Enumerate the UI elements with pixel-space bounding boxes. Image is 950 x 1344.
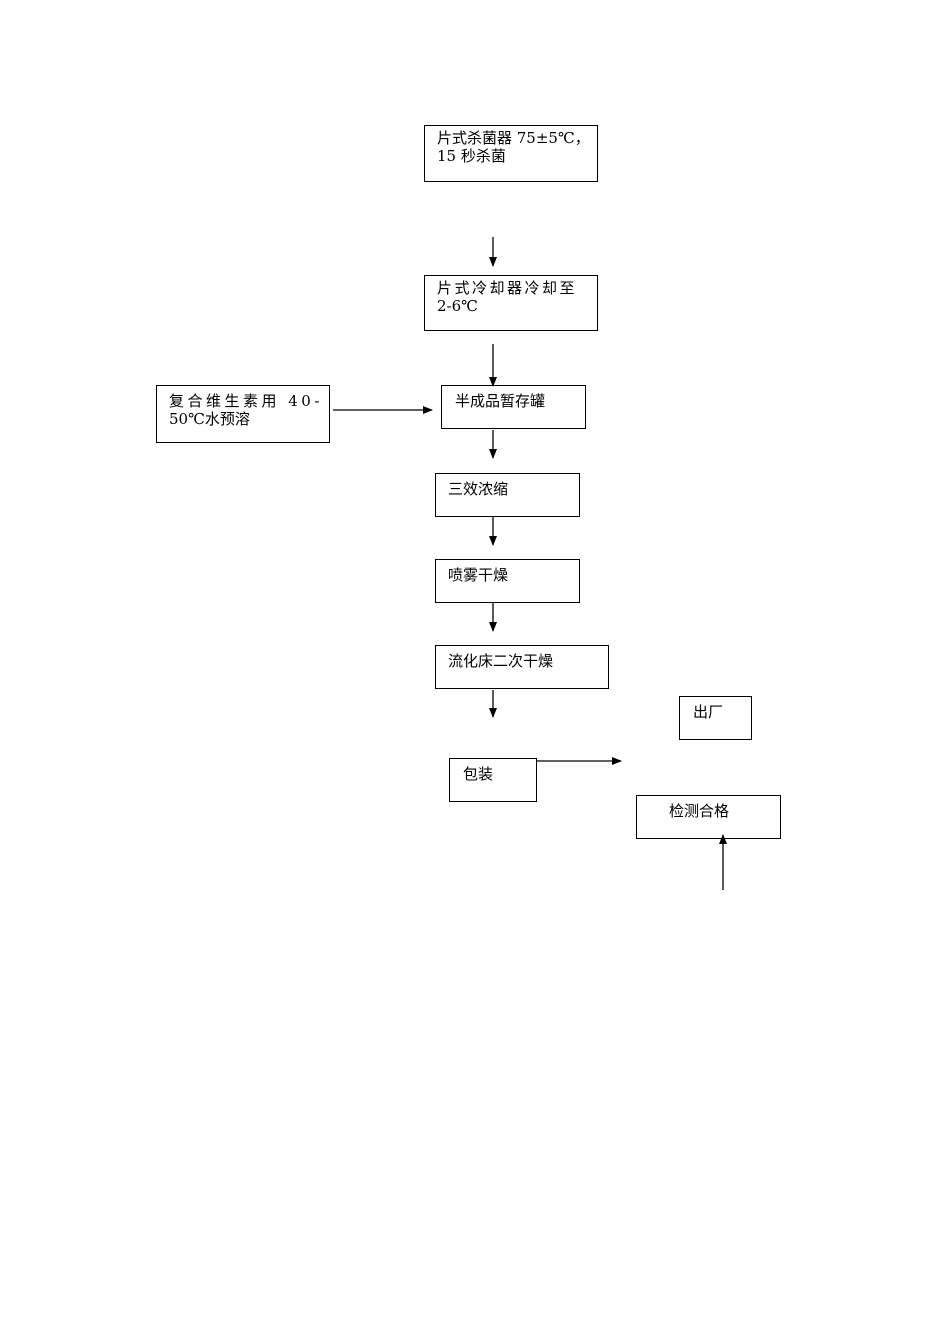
node-vitamin-line2: 50℃水预溶 bbox=[169, 410, 250, 428]
node-packaging: 包装 bbox=[449, 758, 537, 802]
node-tank-label: 半成品暂存罐 bbox=[455, 392, 546, 410]
node-semi-product-tank: 半成品暂存罐 bbox=[441, 385, 586, 429]
node-sterilizer: 片式杀菌器 75±5℃， 15 秒杀菌 bbox=[424, 125, 598, 182]
node-spray-dry-label: 喷雾干燥 bbox=[448, 566, 509, 584]
node-packaging-label: 包装 bbox=[463, 765, 494, 783]
node-concentrate-label: 三效浓缩 bbox=[448, 480, 509, 498]
node-inspection-passed: 检测合格 bbox=[636, 795, 781, 839]
node-cooler-line2: 2-6℃ bbox=[437, 297, 478, 315]
node-vitamin-predissolve: 复合维生素用 40- 50℃水预溶 bbox=[156, 385, 330, 443]
node-cooler-line1: 片式冷却器冷却至 bbox=[437, 279, 578, 297]
node-factory-exit: 出厂 bbox=[679, 696, 752, 740]
node-fluid-bed-label: 流化床二次干燥 bbox=[448, 652, 554, 670]
node-factory-exit-label: 出厂 bbox=[693, 703, 724, 721]
node-fluid-bed-drying: 流化床二次干燥 bbox=[435, 645, 609, 689]
node-sterilizer-line1: 片式杀菌器 75±5℃， bbox=[437, 129, 590, 147]
node-vitamin-line1: 复合维生素用 40- bbox=[169, 392, 323, 410]
node-triple-effect-concentration: 三效浓缩 bbox=[435, 473, 580, 517]
node-spray-drying: 喷雾干燥 bbox=[435, 559, 580, 603]
node-cooler: 片式冷却器冷却至 2-6℃ bbox=[424, 275, 598, 331]
node-sterilizer-line2: 15 秒杀菌 bbox=[437, 147, 506, 165]
node-inspection-label: 检测合格 bbox=[669, 802, 730, 820]
